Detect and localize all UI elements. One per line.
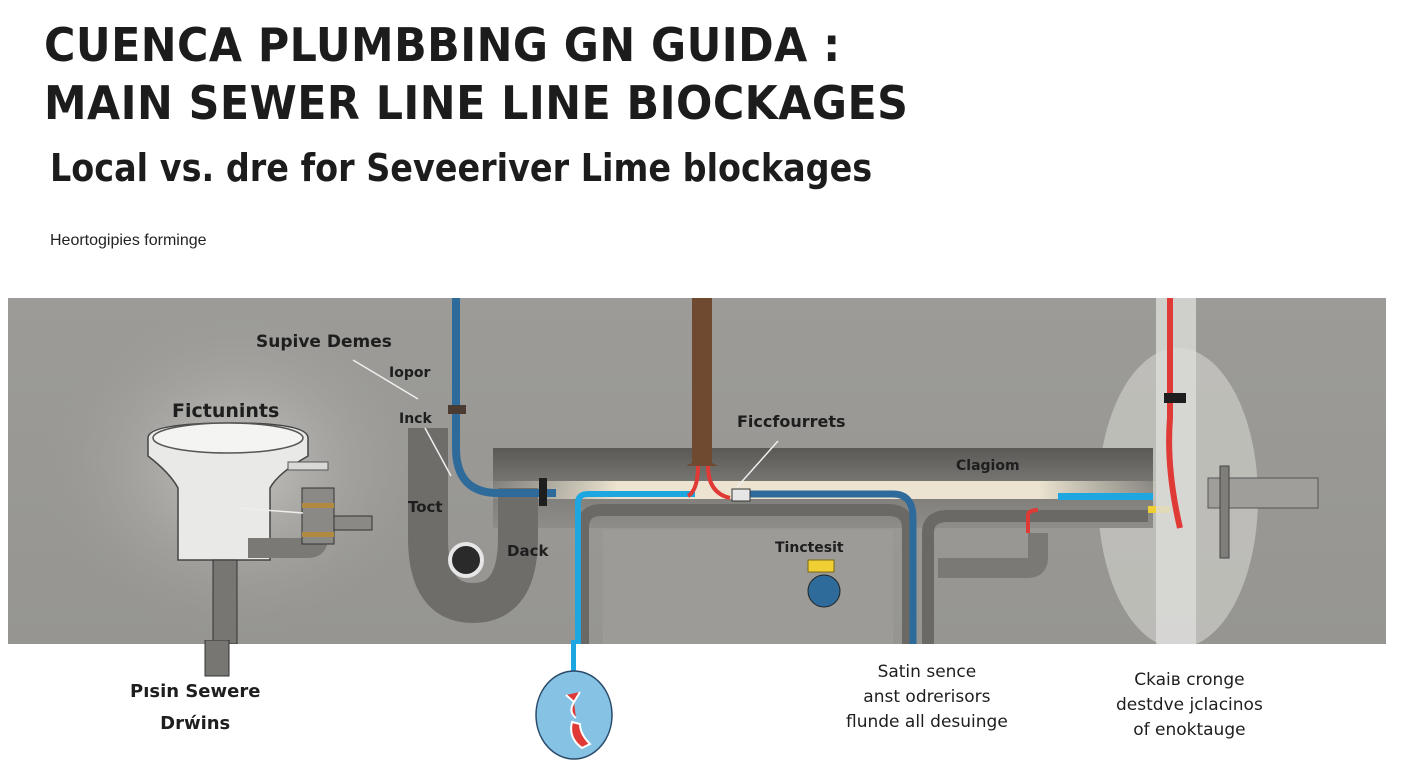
label-supive-demes: Supive Demes [256, 332, 392, 352]
vent-pipe-blue [452, 298, 556, 497]
light-blue-segment [1058, 493, 1153, 500]
label-fictunints: Fictunints [172, 400, 280, 422]
plumbing-diagram [38, 298, 1319, 644]
lower-channel-left [577, 504, 914, 644]
pump-body [807, 574, 841, 608]
stack-flange [686, 461, 718, 466]
bottom-right-line-2: destdve jclacinos [1116, 695, 1263, 715]
blockage-icon [565, 691, 592, 750]
bottom-label-right: Ckaiв cronge destdve jclacinos of enokta… [1116, 668, 1263, 743]
plumbing-diagram-panel: Supive Demes Iopor Inck Toct Dack Fictun… [8, 298, 1386, 644]
valve-handle-yellow [807, 559, 835, 573]
faucet-arm [287, 461, 329, 471]
lower-channel-right [922, 510, 1148, 644]
blue-pipe-exit [571, 640, 576, 680]
black-clamp [1164, 393, 1186, 403]
label-iopor: Iopor [389, 365, 431, 381]
caption: Heortogipies forminge [50, 232, 207, 249]
leader-ficc [736, 440, 779, 488]
subtitle: Local vs. dre for Seveeriver Lime blocka… [50, 146, 873, 190]
leader-inck [424, 427, 452, 477]
label-clagiom: Clagiom [956, 458, 1020, 474]
vertical-glow [1156, 298, 1196, 644]
bottom-center-line-3: flunde all desuinge [846, 712, 1008, 732]
bottom-center-line-1: Satin sence [877, 662, 977, 682]
red-line-b [706, 465, 731, 500]
valve-ring-a [302, 503, 334, 508]
red-line-c [1026, 508, 1039, 533]
drain-pipe-exit [204, 640, 230, 677]
pipe-clamp [539, 478, 547, 506]
lower-box [603, 530, 893, 644]
valve-ring-b [302, 532, 334, 537]
label-ficcfourrets: Ficcfourrets [737, 412, 846, 431]
label-toct: Toct [408, 498, 443, 516]
label-dack: Dack [507, 542, 549, 560]
drain-hole [448, 542, 484, 578]
red-line-a [686, 465, 700, 498]
bottom-right-line-1: Ckaiв cronge [1134, 670, 1245, 690]
title-line-1: CUENCA PLUMBBING GN GUIDA : [44, 18, 841, 72]
below-panel-graphics [204, 640, 613, 760]
right-outlet-flange [1219, 465, 1230, 559]
drain-pipe-vertical [212, 559, 238, 644]
label-tinctesit: Tinctesit [775, 540, 844, 556]
bottom-left-line-2: Drẃins [160, 713, 231, 734]
bottom-label-center: Satin sence anst odrerisors flunde all d… [846, 660, 1008, 735]
main-pipe-blue [743, 490, 917, 644]
pipe-fitting [731, 488, 751, 502]
right-elbow [938, 533, 1048, 578]
p-trap [408, 428, 538, 624]
bottom-label-left: Pısin Sewere Drẃins [130, 676, 260, 740]
supply-pipe-light-blue [575, 491, 695, 644]
bottom-left-line-1: Pısin Sewere [130, 681, 261, 702]
bottom-center-line-2: anst odrerisors [863, 687, 991, 707]
title-line-2: MAIN SEWER LINE LINE BIOCKAGES [44, 76, 909, 130]
red-vertical-line [1166, 298, 1183, 529]
soil-stack-brown [692, 298, 712, 463]
leader-supive [352, 359, 419, 400]
sink-rim [152, 422, 304, 454]
bottom-right-line-3: of enoktauge [1133, 720, 1246, 740]
leader-fixture [237, 507, 304, 514]
label-inck: Inck [399, 411, 432, 427]
pipe-clamp-iopor [448, 405, 466, 414]
side-outlet [333, 515, 373, 531]
